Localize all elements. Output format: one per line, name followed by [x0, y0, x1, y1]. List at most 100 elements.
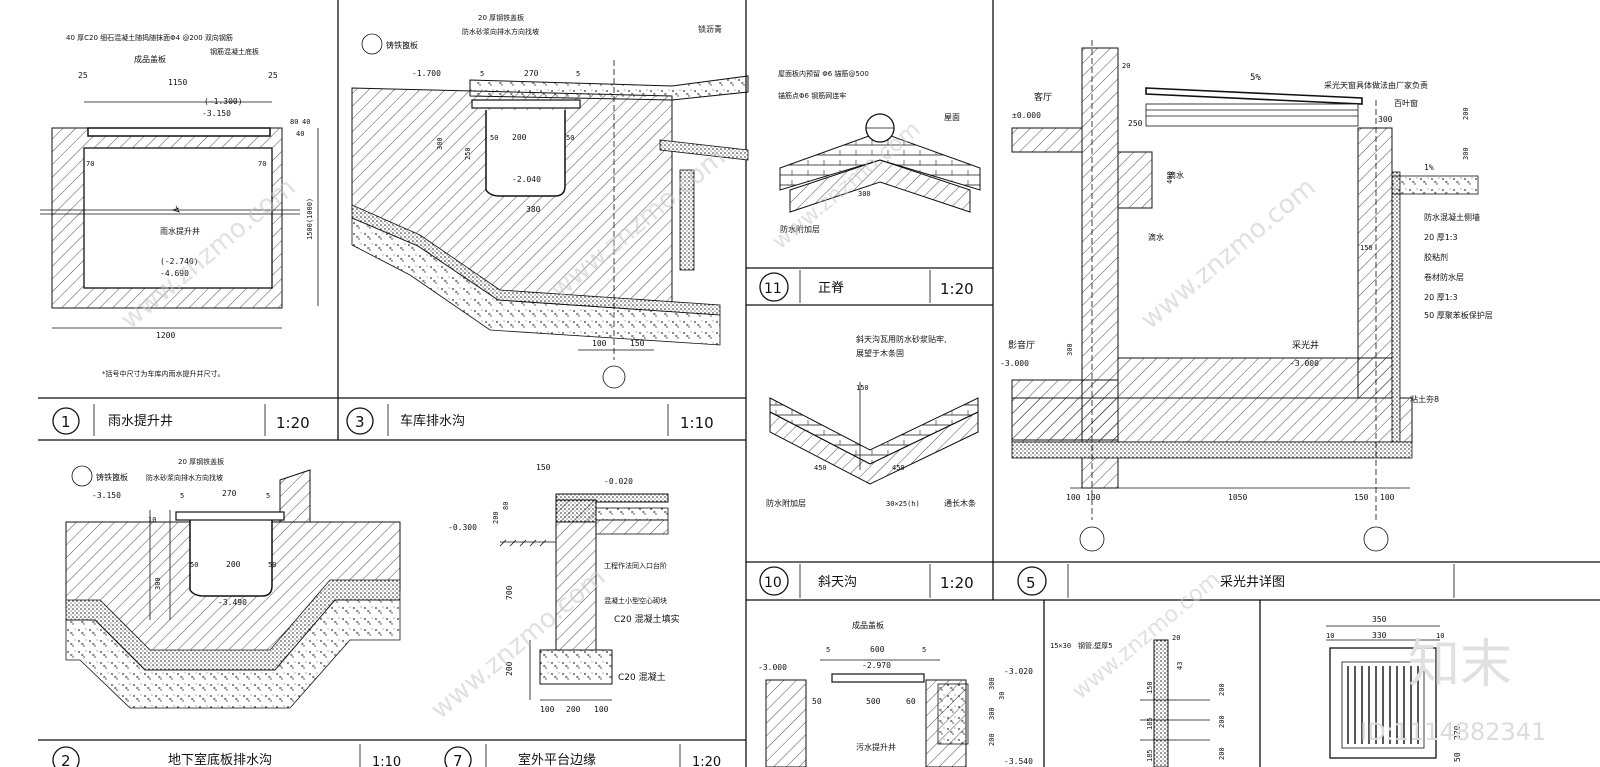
d1-footnote: *括号中尺寸为车库内雨水提升井尺寸。: [102, 369, 225, 378]
d7-dim-100b: 100: [594, 705, 609, 714]
db-well-label: 污水提升井: [856, 742, 896, 752]
detail-2-basement-drain: [65, 465, 401, 709]
d5-title: 采光井详图: [1220, 575, 1285, 590]
d2-scale: 1:10: [372, 755, 401, 767]
dg-dim-50: 50: [1453, 752, 1462, 762]
d5-mat-wall: 防水混凝土侧墙: [1424, 212, 1480, 222]
d7-title: 室外平台边缘: [518, 752, 596, 767]
d5-dim-300c: 300: [1066, 343, 1074, 356]
d7-dim-150: 150: [536, 463, 551, 472]
d5-soil: 粘土夯8: [1410, 394, 1439, 404]
d1-note-top: 40 厚C20 细石混凝土随捣随抹面Φ4 @200 双向钢筋: [66, 33, 233, 42]
d7-dim-700: 700: [505, 585, 514, 600]
d3-dim-250: 250: [464, 147, 472, 160]
d3-grate-label: 铸铁篦板: [386, 40, 418, 50]
detail-11-texts: 屋面板内预留 Φ6 锚筋@500 锚筋点Φ6 钢筋网连牢 屋面 300 防水附加…: [778, 69, 960, 234]
d7-note-3: C20 混凝土填实: [614, 613, 680, 625]
dr-dim-43: 43: [1176, 662, 1184, 670]
detail-5-texts: 采光天窗具体做法由厂家负责 5% 百叶窗 客厅 ±0.000 250 300 2…: [1000, 62, 1493, 502]
detail-10-valley-gutter: [769, 382, 979, 485]
d1-dim-80: 80: [290, 118, 298, 126]
d11-note-2: 锚筋点Φ6 钢筋网连牢: [778, 91, 846, 100]
db-dim-5a: 5: [826, 646, 830, 654]
d2-dim-50a: 50: [190, 561, 198, 569]
db-level-4: -3.540: [1004, 757, 1033, 766]
d10-dim-30x25: 30×25(h): [886, 500, 920, 508]
detail-bottom-sewage-well: [765, 659, 969, 767]
db-dim-600: 600: [870, 645, 885, 654]
dr-dim-20: 20: [1172, 634, 1180, 642]
d1-dim-25a: 25: [78, 71, 88, 80]
d1-level-4: -4.690: [160, 269, 189, 278]
detail-3-texts: 铸铁篦板 20 厚钢铁盖板 防水砂浆向排水方向找坡 锁沥青 5 270 5 -1…: [386, 13, 722, 348]
d1-level-1: (-1.300): [204, 97, 243, 106]
detail-5-title-block: 5 采光井详图: [1017, 564, 1455, 598]
detail-2-texts: 铸铁篦板 20 厚钢铁盖板 防水砂浆向排水方向找坡 -3.150 5 270 5…: [92, 457, 276, 607]
d5-slope: 5%: [1250, 73, 1261, 83]
db-dim-50: 50: [812, 697, 822, 706]
d7-note-1: 工程作法同入口台阶: [604, 561, 667, 570]
d1-well-label: 雨水提升井: [160, 226, 200, 236]
db-dim-300a: 300: [988, 677, 996, 690]
d1-scale: 1:20: [276, 414, 310, 432]
brand-watermark: 知末 ID:1114882341: [1360, 635, 1546, 746]
d5-dim-100b: 100: [1086, 493, 1101, 502]
d3-asphalt-label: 锁沥青: [698, 24, 722, 34]
d5-level-0: ±0.000: [1012, 111, 1041, 120]
detail-1-title-block: 1 雨水提升井 1:20: [52, 404, 310, 436]
detail-3-title-block: 3 车库排水沟 1:10: [346, 404, 714, 436]
d1-number: 1: [61, 413, 71, 431]
d3-level-1: -1.700: [412, 69, 441, 78]
db-dim-500: 500: [866, 697, 881, 706]
d1-level-2: -3.150: [202, 109, 231, 118]
d11-note-1: 屋面板内预留 Φ6 锚筋@500: [778, 69, 869, 78]
d3-dim-150: 150: [630, 339, 645, 348]
d10-dim-450b: 450: [892, 464, 905, 472]
dg-dim-350: 350: [1372, 615, 1387, 624]
d5-level-3: -3.000: [1000, 359, 1029, 368]
dr-dim-200b: 200: [1218, 715, 1226, 728]
d5-dim-300: 300: [1378, 115, 1393, 124]
d5-dim-100c: 100: [1380, 493, 1395, 502]
d11-number: 11: [764, 281, 782, 297]
db-level-1: -3.000: [758, 663, 787, 672]
db-dim-200: 200: [988, 733, 996, 746]
d1-dim-1500: 1500(1000): [306, 198, 314, 240]
detail-1-texts: 40 厚C20 细石混凝土随捣随抹面Φ4 @200 双向钢筋 钢筋混凝土底板 成…: [66, 33, 314, 378]
d3-scale: 1:10: [680, 414, 714, 432]
d1-dim-1200: 1200: [156, 331, 175, 340]
d11-note-3: 屋面: [944, 113, 960, 122]
d3-level-2: -2.040: [512, 175, 541, 184]
dg-dim-10b: 10: [1436, 632, 1444, 640]
d1-dim-70b: 70: [258, 160, 266, 168]
dr-dim-150: 150: [1146, 681, 1154, 694]
sheet-frame: [38, 0, 1600, 767]
db-dim-60: 60: [906, 697, 916, 706]
detail-11-title-block: 11 正脊 1:20: [759, 270, 974, 303]
d11-note-4: 防水附加层: [780, 224, 820, 234]
detail-10-title-block: 10 斜天沟 1:20: [759, 564, 974, 598]
d10-note-2: 展望于木条固: [856, 348, 904, 358]
d3-dim-270: 270: [524, 69, 539, 78]
detail-1-rain-lift-well: [40, 101, 319, 329]
brand-id-text: ID:1114882341: [1360, 718, 1546, 746]
d5-mat-1: 20 厚1:3: [1424, 233, 1458, 242]
d7-number: 7: [453, 752, 463, 767]
d2-title: 地下室底板排水沟: [168, 752, 272, 767]
d2-dim-10: 10: [148, 516, 156, 524]
detail-bottom-railing: [1140, 639, 1210, 767]
detail-bottom-texts: 成品盖板 600 5 5 -3.000 -2.970 -3.020 50 500…: [758, 620, 1033, 766]
d5-number: 5: [1026, 574, 1036, 592]
d2-grate-label: 铸铁篦板: [96, 472, 128, 482]
detail-7-platform-edge: [499, 493, 669, 701]
d3-mortar-label: 防水砂浆向排水方向找坡: [462, 27, 539, 36]
d5-note-skylight: 采光天窗具体做法由厂家负责: [1324, 80, 1428, 90]
d3-number: 3: [355, 413, 365, 431]
d5-drip-2: 滴水: [1148, 232, 1164, 242]
d7-dim-200: 200: [492, 511, 500, 524]
d5-dim-250: 250: [1128, 119, 1143, 128]
d3-dim-5a: 5: [480, 70, 484, 78]
d1-dim-70a: 70: [86, 160, 94, 168]
d2-mortar-label: 防水砂浆向排水方向找坡: [146, 473, 223, 482]
